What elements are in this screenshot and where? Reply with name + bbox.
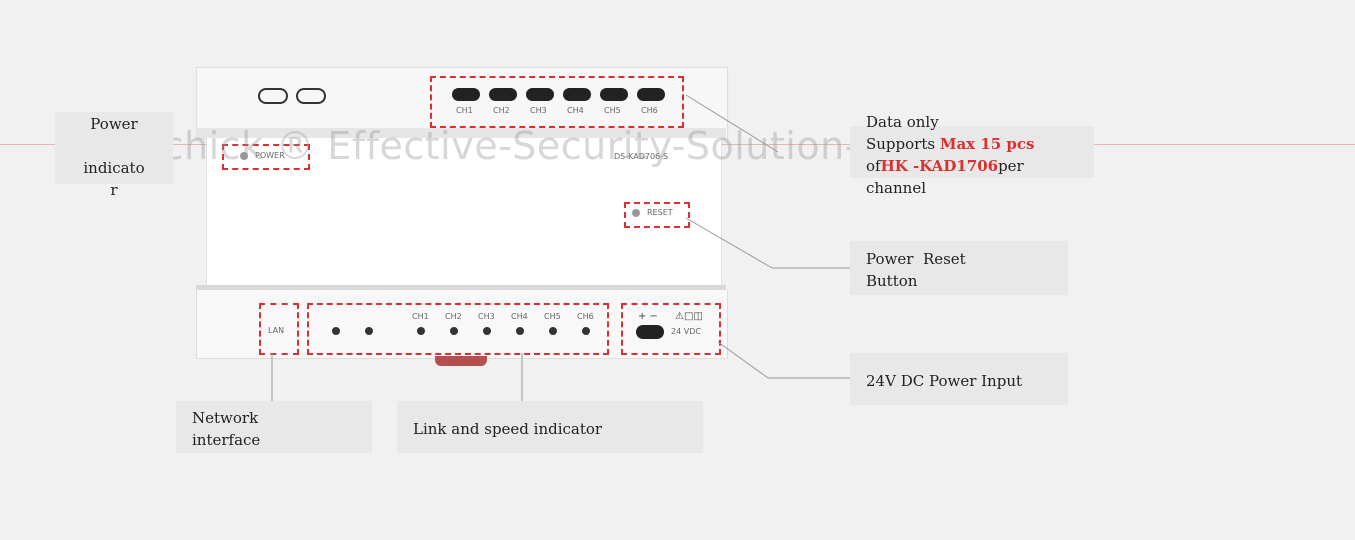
- link-speed-callout: Link and speed indicator: [397, 401, 703, 453]
- power-indicator-text: Power: [55, 113, 173, 157]
- bottom-channel-label: CH5: [544, 312, 561, 321]
- data-only-callout-bg: [850, 126, 1094, 178]
- mount-hole-icon: [258, 88, 288, 104]
- channel-led: [450, 327, 458, 335]
- data-only-callout: Data only Supports Max 15 pcs ofHK -KAD1…: [866, 111, 1035, 199]
- power-led: [240, 152, 248, 160]
- link-indicators-highlight: [307, 303, 609, 355]
- bottom-channel-label: CH2: [445, 312, 462, 321]
- din-rail-clip: [435, 356, 487, 366]
- power-indicator-line1: Power: [90, 115, 138, 133]
- data-only-model: HK -KAD1706: [880, 157, 999, 175]
- bottom-channel-label: CH4: [511, 312, 528, 321]
- dc-input-label: 24V DC Power Input: [866, 372, 1023, 390]
- bottom-channel-label: CH6: [577, 312, 594, 321]
- power-label: POWER: [255, 151, 285, 160]
- channel-led: [516, 327, 524, 335]
- power-reset-line1: Power Reset: [866, 250, 966, 268]
- power-reset-line2: Button: [866, 272, 918, 290]
- device-shelf: [196, 128, 726, 140]
- channel-terminal: [489, 88, 517, 101]
- power-reset-callout: Power Reset Button: [850, 241, 1068, 295]
- channel-led: [549, 327, 557, 335]
- channel-terminal: [600, 88, 628, 101]
- top-channel-label: CH2: [493, 106, 510, 115]
- power-indicator-line2: indicato: [83, 159, 145, 177]
- network-interface-callout: Network interface: [176, 401, 372, 453]
- lan-highlight: [259, 303, 299, 355]
- power-indicator-callout: [55, 112, 173, 184]
- power-led-highlight: [222, 144, 310, 170]
- model-label: DS-KAD706-S: [614, 152, 669, 161]
- data-only-line1: Data only: [866, 113, 939, 131]
- channel-led: [417, 327, 425, 335]
- top-channel-label: CH6: [641, 106, 658, 115]
- data-only-per: per: [998, 157, 1024, 175]
- channel-terminal: [637, 88, 665, 101]
- data-only-of: of: [866, 157, 881, 175]
- bottom-channel-label: CH1: [412, 312, 429, 321]
- lan-label: LAN: [268, 326, 285, 335]
- reset-label: RESET: [647, 208, 673, 217]
- mount-hole-icon: [296, 88, 326, 104]
- top-channel-label: CH5: [604, 106, 621, 115]
- reset-button[interactable]: [632, 209, 640, 217]
- power-indicator-line3: r: [110, 181, 118, 199]
- dc-input-callout: 24V DC Power Input: [850, 353, 1068, 405]
- data-only-supports: Supports: [866, 135, 940, 153]
- top-channel-label: CH3: [530, 106, 547, 115]
- data-only-line4: channel: [866, 179, 926, 197]
- top-channels-highlight: [430, 76, 684, 128]
- channel-led: [582, 327, 590, 335]
- power-indicator-text-lower: indicato r: [55, 157, 173, 201]
- lan-led: [365, 327, 373, 335]
- top-channel-label: CH1: [456, 106, 473, 115]
- polarity-label: + −: [638, 311, 658, 322]
- link-speed-label: Link and speed indicator: [413, 420, 603, 438]
- data-only-line3: ofHK -KAD1706per: [866, 155, 1035, 177]
- vdc-label: 24 VDC: [671, 327, 701, 336]
- channel-led: [483, 327, 491, 335]
- bottom-channel-label: CH3: [478, 312, 495, 321]
- data-only-line2: Supports Max 15 pcs: [866, 133, 1035, 155]
- network-line1: Network: [192, 409, 259, 427]
- warning-icon: ⚠□◫: [675, 311, 703, 322]
- reset-highlight: [624, 202, 690, 228]
- channel-terminal: [526, 88, 554, 101]
- dc-input-highlight: [621, 303, 721, 355]
- dc-terminal: [636, 325, 664, 339]
- lan-led: [332, 327, 340, 335]
- device-bottom-section: [196, 290, 728, 359]
- channel-terminal: [563, 88, 591, 101]
- network-line2: interface: [192, 431, 261, 449]
- data-only-max: Max 15 pcs: [939, 135, 1035, 153]
- channel-terminal: [452, 88, 480, 101]
- top-channel-label: CH4: [567, 106, 584, 115]
